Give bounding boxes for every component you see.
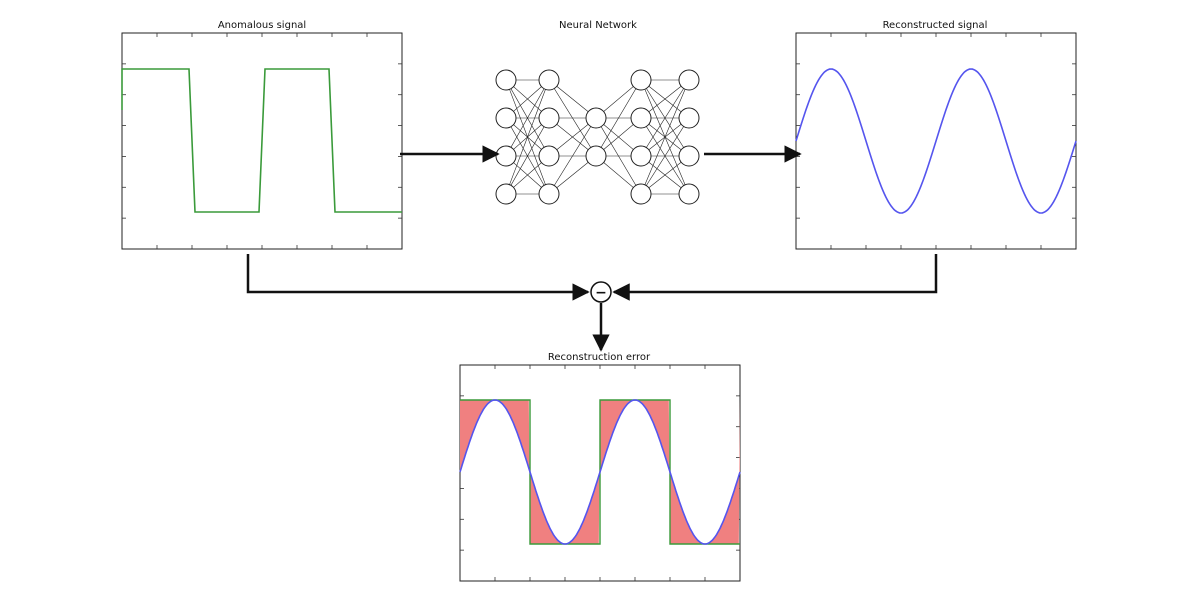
reconstructed-signal-plot	[795, 32, 1077, 250]
error-sine-line	[459, 399, 741, 545]
neuron-node	[538, 145, 560, 167]
neuron-node	[495, 183, 517, 205]
anomalous-signal-plot	[121, 32, 403, 250]
neuron-node	[495, 69, 517, 91]
arrow-reconstructed-to-subtract	[612, 254, 938, 301]
reconstruction-error-plot	[459, 364, 741, 582]
arrow-anomalous-to-subtract	[246, 254, 590, 301]
neuron-node	[538, 183, 560, 205]
neuron-node	[495, 107, 517, 129]
network-connection	[505, 79, 550, 195]
neuron-node	[630, 183, 652, 205]
minus-icon: −	[595, 285, 607, 301]
neuron-node	[678, 145, 700, 167]
neural-network-title: Neural Network	[559, 20, 637, 31]
neuron-node	[585, 107, 607, 129]
network-connection	[595, 79, 642, 157]
anomalous-signal-line	[121, 68, 402, 213]
network-connection	[640, 79, 690, 195]
reconstructed-signal-title: Reconstructed signal	[883, 20, 988, 31]
neuron-node	[538, 69, 560, 91]
reconstruction-error-title: Reconstruction error	[548, 352, 651, 363]
subtract-operator: −	[590, 281, 612, 303]
neuron-node	[630, 145, 652, 167]
reconstructed-signal-line	[795, 68, 1077, 214]
anomalous-signal-title: Anomalous signal	[218, 20, 306, 31]
neuron-node	[678, 107, 700, 129]
network-connection	[548, 117, 597, 195]
network-connections	[505, 79, 690, 195]
neuron-node	[678, 183, 700, 205]
subtract-circle	[590, 281, 612, 303]
neuron-node	[630, 107, 652, 129]
network-connection	[640, 117, 690, 195]
neuron-node	[495, 145, 517, 167]
neuron-node	[678, 69, 700, 91]
neural-network-graphic	[495, 69, 700, 205]
neuron-node	[630, 69, 652, 91]
network-neurons	[495, 69, 700, 205]
network-connection	[505, 117, 550, 195]
network-connection	[640, 79, 690, 157]
anomalous-plot-ticks	[122, 33, 402, 249]
neuron-node	[538, 107, 560, 129]
network-connection	[505, 79, 550, 157]
neuron-node	[585, 145, 607, 167]
